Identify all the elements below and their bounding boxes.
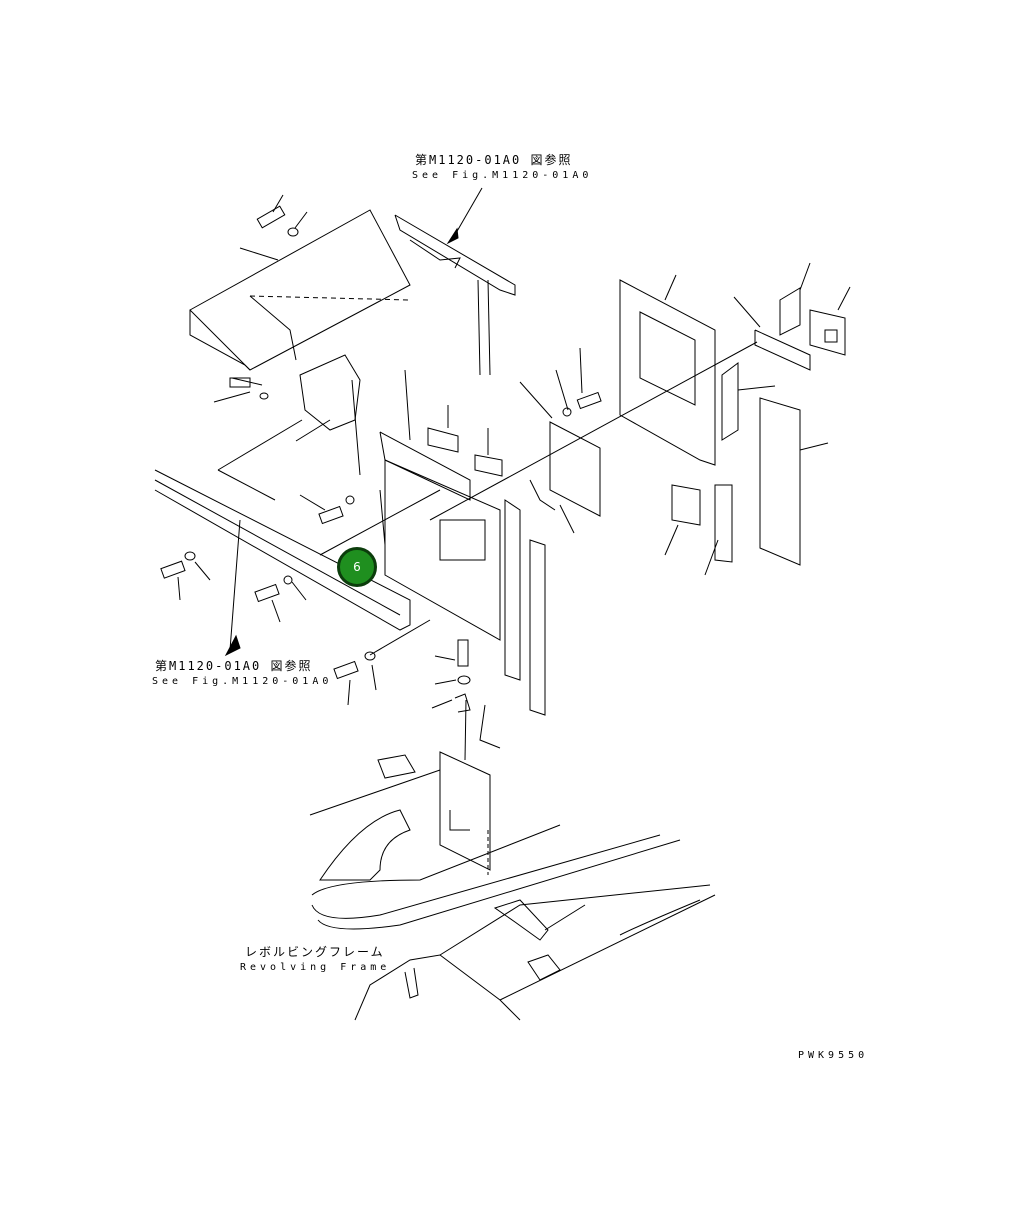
lower-bracket-part — [504, 499, 546, 716]
drawing-code: PWK9550 — [798, 1050, 869, 1061]
rear-panel-part — [619, 274, 716, 466]
bottom-bolt-part — [333, 639, 501, 761]
ref-label-top-jp: 第M1120-01A0 図参照 — [415, 153, 573, 167]
revolving-frame-part — [309, 751, 681, 930]
ref-label-left-en: See Fig.M1120-01A0 — [152, 676, 333, 687]
frame-label-en: Revolving Frame — [240, 962, 391, 973]
top-bolt-part — [239, 194, 308, 261]
top-cover-part — [189, 209, 411, 371]
hinge-bracket-part — [213, 354, 361, 476]
ref-label-top-en: See Fig.M1120-01A0 — [412, 170, 593, 181]
support-bracket-part — [394, 187, 516, 376]
base-frame-part — [354, 884, 716, 1021]
frame-label-jp: レボルビングフレーム — [245, 945, 385, 959]
long-bar-part — [429, 296, 811, 521]
cushion-part — [427, 405, 503, 477]
frame-rail-part — [154, 469, 411, 657]
callout-6[interactable]: 6 — [337, 547, 377, 587]
foam-part — [664, 362, 829, 576]
callout-number: 6 — [353, 560, 361, 574]
side-panel-part — [217, 369, 501, 656]
pad-part — [779, 262, 851, 356]
cover-plate-part — [519, 347, 602, 534]
ref-label-left-jp: 第M1120-01A0 図参照 — [155, 659, 313, 673]
